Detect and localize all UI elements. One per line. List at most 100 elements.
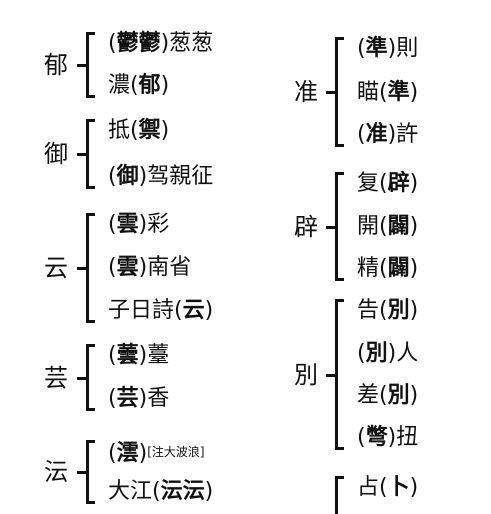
entry-text: 占( (357, 475, 388, 500)
entry-text: 告( (357, 298, 388, 323)
entry-text: )人 (387, 341, 419, 366)
entry-text: )則 (387, 36, 419, 61)
entry: 告(別) (357, 297, 418, 325)
entry-text: ) (204, 298, 214, 323)
entry: (准)許 (357, 121, 418, 149)
entry: 濃(郁) (108, 72, 169, 100)
entry-text: ( (108, 255, 117, 280)
headword: 芸 (44, 363, 68, 392)
headword: 御 (44, 140, 68, 168)
entry-character: 雲 (116, 212, 139, 237)
entry-character: 卜 (387, 475, 410, 500)
entry-text: )驾親征 (138, 164, 214, 189)
bracket-tick (86, 344, 95, 347)
bracket-tick (335, 278, 344, 281)
entry: (御)驾親征 (108, 163, 213, 191)
entry-text: 開( (357, 214, 388, 239)
entry-text: ) (409, 298, 419, 323)
entry-character: 別 (387, 298, 410, 323)
bracket-arm (326, 91, 335, 94)
entry: 大江(沄沄) (108, 478, 213, 506)
entry: 差(別) (357, 382, 418, 410)
entry-text: )南省 (138, 255, 192, 280)
bracket-tick (335, 172, 344, 175)
bracket-arm (326, 225, 335, 229)
entry-text: 瞄( (357, 80, 388, 105)
entry-character: 別 (365, 341, 388, 366)
entry-character: 澐 (116, 441, 139, 466)
bracket-tick (86, 501, 95, 504)
bracket-line (86, 213, 89, 323)
entry-character: 辟 (387, 171, 410, 196)
entry: 開(闢) (357, 213, 418, 241)
entry-text: ( (108, 441, 117, 466)
bracket-tick (335, 37, 344, 40)
entry-text: )彩 (138, 212, 170, 237)
entry-character: 準 (387, 80, 410, 105)
entry-note: [注大波浪] (147, 445, 205, 459)
entry-text: ) (160, 73, 170, 98)
entry-character: 闢 (387, 214, 410, 239)
bracket-arm (77, 376, 86, 380)
entry-text: ( (108, 386, 117, 411)
bracket-tick (86, 408, 95, 411)
entry-text: ( (108, 343, 117, 368)
entry-text: 濃( (108, 73, 139, 98)
bracket-arm (326, 373, 335, 377)
bracket-tick (86, 186, 95, 189)
entry: 瞄(準) (357, 79, 418, 107)
bracket-tick (86, 213, 95, 216)
entry: (蕓)薹 (108, 342, 169, 370)
entry-text: 子日詩( (108, 298, 183, 323)
bracket-line (335, 476, 338, 514)
entry-character: 蕓 (116, 343, 139, 368)
bracket-tick (335, 447, 344, 450)
entry-character: 准 (365, 122, 388, 147)
entry-text: ) (409, 80, 419, 105)
entry-text: 抵( (108, 118, 139, 143)
entry-text: ) (409, 383, 419, 408)
entry-character: 鬱鬱 (116, 31, 161, 56)
entry: (準)則 (357, 35, 418, 63)
entry-character: 郁 (138, 73, 161, 98)
bracket-line (86, 32, 89, 98)
bracket-arm (77, 153, 86, 156)
entry: 抵(禦) (108, 117, 169, 145)
entry-text: ( (357, 341, 366, 366)
headword: 郁 (44, 51, 68, 79)
entry-text: ( (357, 425, 366, 450)
bracket-tick (86, 32, 95, 35)
entry-text: ( (108, 212, 117, 237)
entry: (別)人 (357, 340, 418, 368)
entry-text: ) (409, 256, 419, 281)
entry-text: )薹 (138, 343, 170, 368)
entry-character: 闢 (387, 256, 410, 281)
entry: 子日詩(云) (108, 297, 213, 325)
bracket-line (86, 119, 89, 189)
entry-character: 沄沄 (160, 479, 205, 504)
entry: (雲)南省 (108, 254, 191, 282)
entry: (芸)香 (108, 385, 169, 413)
entry-character: 禦 (138, 118, 161, 143)
entry-text: ( (357, 122, 366, 147)
entry-text: ) (409, 475, 419, 500)
bracket-line (335, 37, 338, 147)
bracket-tick (335, 476, 344, 479)
entry-text: 复( (357, 171, 388, 196)
headword: 沄 (44, 458, 68, 486)
entry: (澐)[注大波浪] (108, 438, 205, 468)
entry: (雲)彩 (108, 211, 169, 239)
entry: (彆)扭 (357, 424, 418, 452)
headword: 云 (44, 254, 68, 282)
entry-character: 別 (387, 383, 410, 408)
entry-text: )許 (387, 122, 419, 147)
entry: (鬱鬱)葱葱 (108, 30, 213, 58)
headword: 准 (294, 78, 318, 106)
entry-text: ) (138, 441, 148, 466)
entry-character: 御 (116, 164, 139, 189)
entry-text: ( (357, 36, 366, 61)
bracket-tick (86, 440, 95, 443)
entry-character: 彆 (365, 425, 388, 450)
bracket-arm (77, 471, 86, 474)
entry-text: ( (108, 31, 117, 56)
